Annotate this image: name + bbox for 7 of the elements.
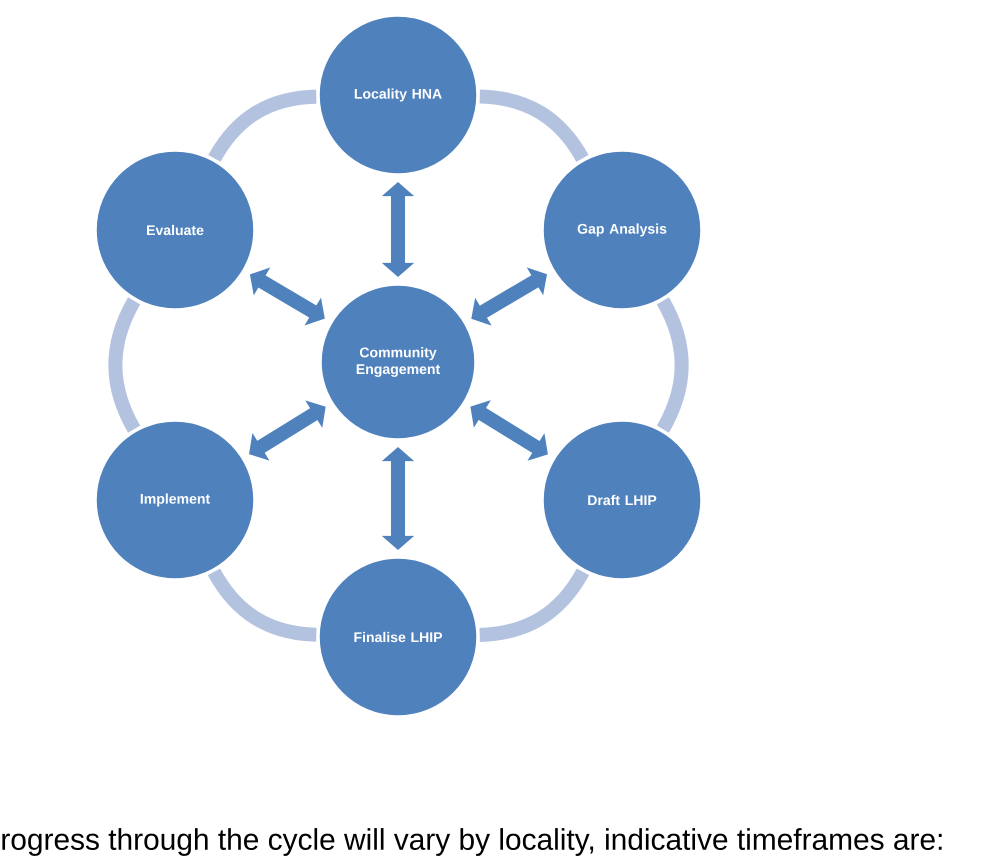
note-text: rogress through the cycle will vary by locality, indicative timeframes are: <box>2 828 942 856</box>
ring-arc <box>208 568 317 642</box>
ring-arc <box>479 90 588 162</box>
ring-arc <box>656 298 689 432</box>
ring-arc <box>108 298 140 432</box>
ring-arc <box>479 568 589 642</box>
ring-arc <box>208 90 317 162</box>
